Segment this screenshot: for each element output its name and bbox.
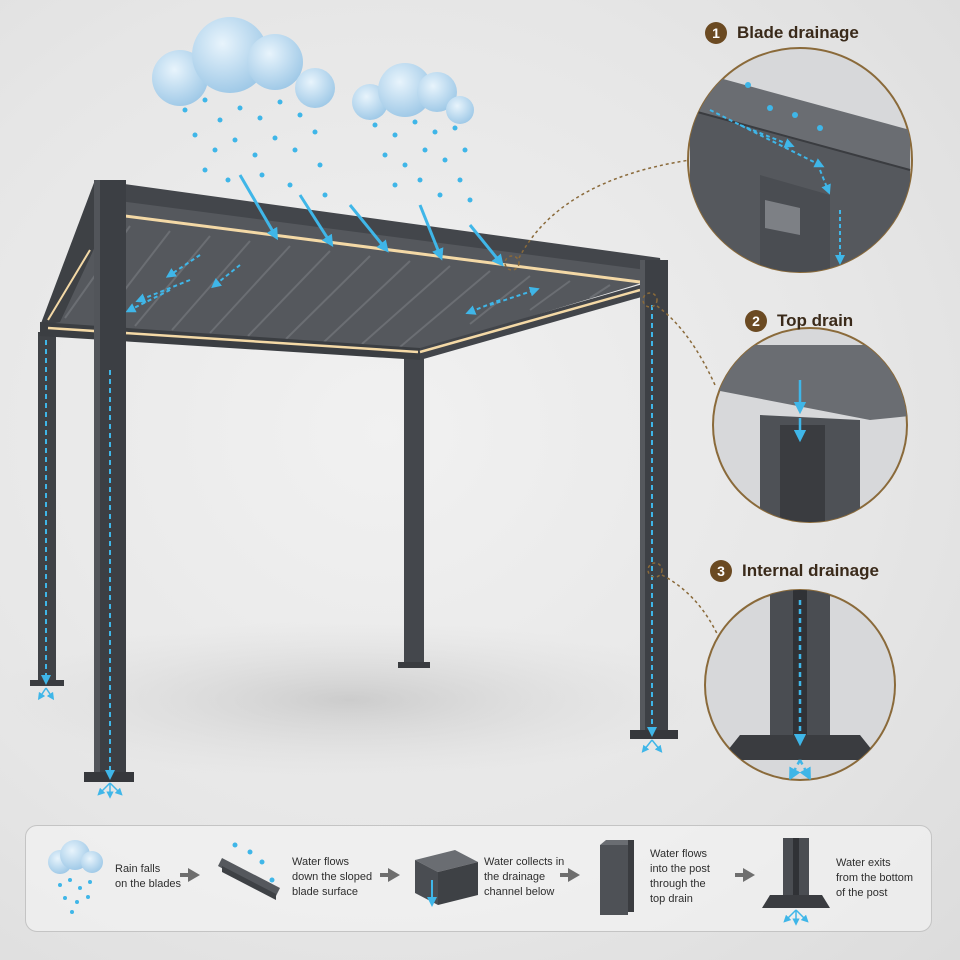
step-text-line: down the sloped bbox=[292, 871, 373, 883]
rain-cloud-right-icon bbox=[352, 63, 474, 124]
step-text-line: of the post bbox=[836, 887, 888, 899]
step-text-line: the drainage bbox=[484, 871, 546, 883]
ground-shadow bbox=[0, 620, 710, 780]
callout-top-drain: 2 Top drain bbox=[745, 310, 853, 332]
step-text-line: on the blades bbox=[115, 878, 182, 890]
step-text-line: from the bottom bbox=[836, 872, 914, 884]
step-text-line: channel below bbox=[484, 886, 555, 898]
process-step-4: Water flows into the post through the to… bbox=[650, 847, 710, 907]
callout-blade-drainage: 1 Blade drainage bbox=[705, 22, 859, 44]
step-text-line: Rain falls bbox=[115, 863, 161, 875]
step-text-line: top drain bbox=[650, 893, 693, 905]
rain-drops bbox=[182, 97, 473, 203]
callout-number-badge: 2 bbox=[745, 310, 767, 332]
callout-title: Internal drainage bbox=[742, 561, 879, 580]
step-text-line: Water exits bbox=[836, 857, 891, 869]
callout-title: Blade drainage bbox=[737, 23, 859, 42]
post-back-right bbox=[404, 352, 424, 667]
step-text-line: Water flows bbox=[292, 856, 350, 868]
step-text-line: into the post bbox=[650, 863, 710, 875]
step-text-line: Water flows bbox=[650, 848, 708, 860]
rain-cloud-left-icon bbox=[152, 17, 335, 108]
beam-right bbox=[420, 282, 652, 360]
process-steps-panel bbox=[25, 825, 932, 932]
process-step-1: Rain falls on the blades bbox=[115, 862, 181, 892]
callout-number-badge: 3 bbox=[710, 560, 732, 582]
callout-number-badge: 1 bbox=[705, 22, 727, 44]
beam-back bbox=[95, 180, 662, 272]
callout-connectors bbox=[504, 159, 721, 641]
step-text-line: blade surface bbox=[292, 886, 359, 898]
process-step-2: Water flows down the sloped blade surfac… bbox=[292, 855, 372, 900]
callout-title: Top drain bbox=[777, 311, 854, 330]
step-text-line: Water collects in bbox=[484, 856, 565, 868]
callout-internal-drainage: 3 Internal drainage bbox=[710, 560, 879, 582]
process-step-5: Water exits from the bottom of the post bbox=[836, 856, 913, 901]
step-text-line: through the bbox=[650, 878, 706, 890]
process-step-3: Water collects in the drainage channel b… bbox=[484, 855, 564, 900]
